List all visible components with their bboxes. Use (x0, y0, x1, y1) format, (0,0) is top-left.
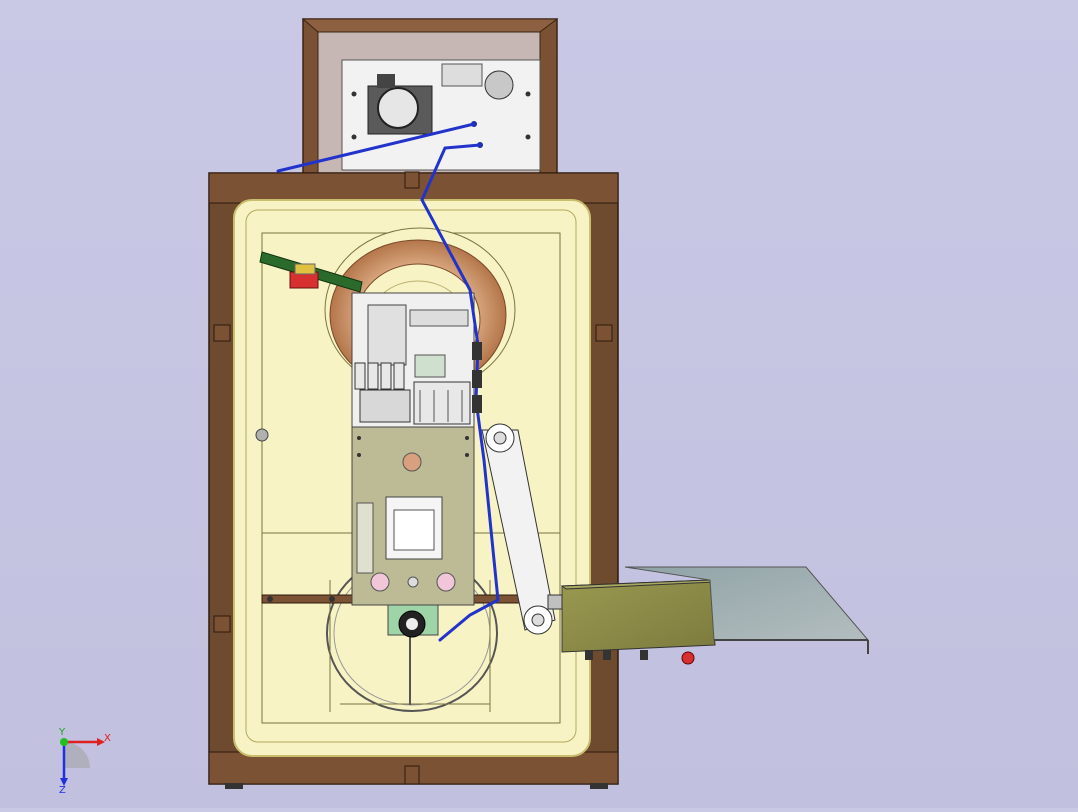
side-table (624, 566, 870, 654)
wire-harness (276, 122, 500, 642)
sensor-board (259, 251, 363, 293)
side-box (560, 579, 716, 665)
fan-unit (387, 604, 439, 638)
swing-arm (481, 423, 563, 635)
x-axis-label: X (104, 733, 111, 744)
z-axis-label: Z (59, 785, 66, 796)
top-housing (301, 18, 559, 175)
orientation-triad: X Y Z (42, 728, 122, 798)
y-axis-label: Y (59, 727, 66, 738)
triad-graphic (60, 738, 105, 786)
control-panel (351, 292, 475, 606)
wire-clips (472, 342, 482, 413)
